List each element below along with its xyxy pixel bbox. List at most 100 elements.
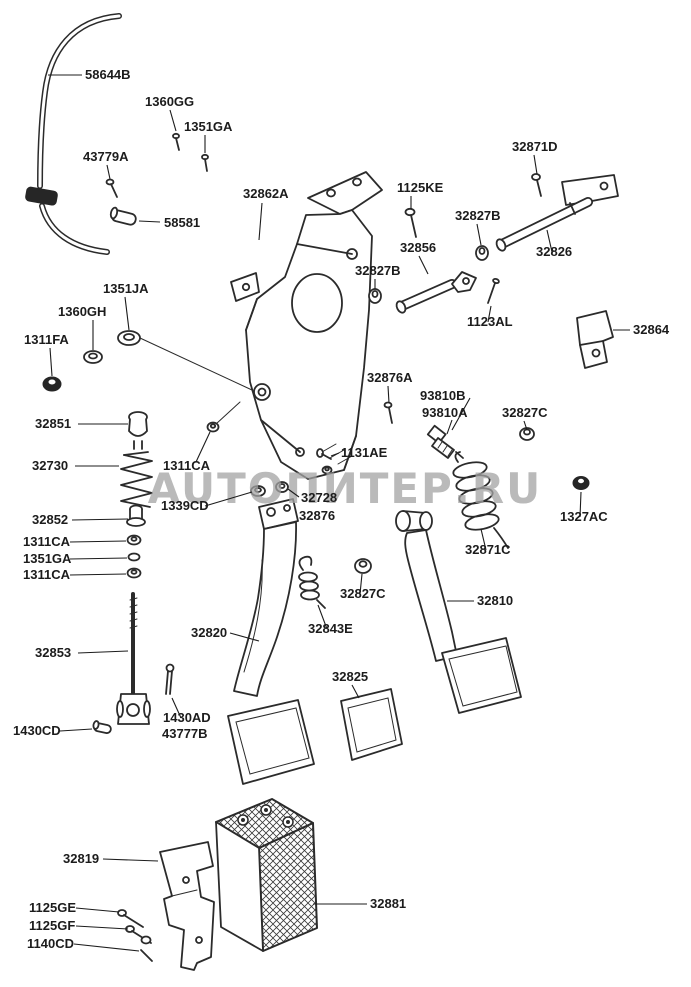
part-drawing-pad-32825 [340, 688, 403, 761]
part-drawing-nut-1311fa [42, 376, 62, 392]
leader-line-32876a [387, 385, 390, 404]
leader-line-93810a [446, 419, 453, 435]
leader-line-1131ae [330, 452, 340, 457]
leader-line-32862a [258, 202, 263, 241]
part-drawing-clutch-pedal-32820 [227, 498, 315, 785]
part-label-32827b: 32827B [355, 263, 401, 278]
part-drawing-rod-32856 [395, 271, 477, 314]
part-drawing-pin-1430cd [92, 720, 112, 734]
part-drawing-rod-32826 [495, 174, 619, 252]
part-label-1125ge: 1125GE [29, 900, 76, 915]
part-label-43779a: 43779A [83, 149, 129, 164]
leader-line-1140cd [73, 943, 140, 952]
part-drawing-spring-32730 [120, 451, 153, 508]
part-drawing-bracket-32862a [139, 171, 383, 480]
part-drawing-bolt-43779a [105, 178, 118, 198]
leader-line-1125ge [75, 907, 120, 913]
part-label-93810b: 93810B [420, 388, 466, 403]
part-label-58644b: 58644B [85, 67, 131, 82]
part-drawing-bolts-1125-1140 [117, 909, 153, 962]
part-label-1351ja: 1351JA [103, 281, 149, 296]
part-label-1125gf: 1125GF [29, 918, 75, 933]
part-label-32820: 32820 [191, 625, 227, 640]
part-drawing-bolt-32871d [531, 173, 542, 197]
leader-line-1339cd [204, 491, 253, 507]
part-drawing-rod-32853 [116, 592, 151, 725]
part-drawing-bolt-1351ga-top [201, 153, 209, 172]
part-label-32862a: 32862A [243, 186, 289, 201]
leader-line-1430ad [171, 697, 182, 719]
part-label-1311ca: 1311CA [23, 534, 71, 549]
part-drawing-bolt-1131ae [316, 448, 333, 475]
part-label-32853: 32853 [35, 645, 71, 660]
leader-line-1311fa [49, 347, 53, 377]
leader-line-43779a [106, 164, 111, 180]
part-label-32843e: 32843E [308, 621, 353, 636]
part-label-1125ke: 1125KE [397, 180, 444, 195]
part-drawing-bolt-1360gg [172, 132, 180, 151]
part-label-1351ga: 1351GA [184, 119, 233, 134]
part-label-32881: 32881 [370, 896, 406, 911]
part-label-93810a: 93810A [422, 405, 468, 420]
part-drawing-bushing-32728 [275, 481, 289, 493]
part-label-32827c: 32827C [340, 586, 386, 601]
part-label-32827c: 32827C [502, 405, 548, 420]
part-drawing-hose-58644b [25, 13, 122, 255]
part-label-32825: 32825 [332, 669, 368, 684]
leader-line-32853 [77, 650, 129, 654]
part-drawing-bushing-32827b-left [368, 288, 382, 304]
leader-line-1311ca [69, 540, 127, 543]
leader-line-1123al [487, 305, 492, 323]
part-drawing-bushing-32827c-bottom [354, 558, 372, 574]
diagram-artwork [25, 13, 619, 971]
part-label-58581: 58581 [164, 215, 200, 230]
part-label-43777b: 43777B [162, 726, 208, 741]
leader-line-1351ga [69, 557, 128, 560]
part-label-32871c: 32871C [465, 542, 511, 557]
part-label-32851: 32851 [35, 416, 71, 431]
leader-line-32826 [546, 229, 553, 253]
part-label-32871d: 32871D [512, 139, 558, 154]
leader-line-1311ca [69, 573, 127, 576]
part-drawing-bolt-1125ke [404, 207, 417, 238]
part-drawing-washer-1351ja [117, 330, 141, 346]
leader-line-32856 [418, 255, 429, 275]
leader-line-32825 [351, 684, 360, 699]
part-label-1360gh: 1360GH [58, 304, 106, 319]
part-label-32852: 32852 [32, 512, 68, 527]
part-label-1351ga: 1351GA [23, 551, 72, 566]
part-drawing-bolt-32876a [383, 401, 393, 424]
part-label-1430cd: 1430CD [13, 723, 61, 738]
part-drawing-spring-32871c [452, 451, 509, 549]
leader-line-32728 [287, 488, 300, 498]
part-label-1140cd: 1140CD [27, 936, 74, 951]
part-label-32728: 32728 [301, 490, 337, 505]
part-label-32876a: 32876A [367, 370, 413, 385]
part-drawing-pin-58581 [109, 206, 137, 226]
part-drawing-stopper-32851 [128, 411, 148, 450]
part-label-32826: 32826 [536, 244, 572, 259]
part-drawing-brake-pedal-32810 [395, 510, 522, 714]
part-label-32827b: 32827B [455, 208, 501, 223]
leader-line-32871c [480, 528, 487, 551]
leader-line-32819 [102, 858, 159, 862]
part-label-1311ca: 1311CA [23, 567, 71, 582]
part-label-32856: 32856 [400, 240, 436, 255]
leader-line-32827c [359, 573, 363, 595]
part-drawing-washer-1360gh [83, 350, 103, 364]
part-drawing-pad-32881 [215, 798, 318, 952]
part-drawing-nut-1311ca-mid [206, 421, 220, 433]
leader-line-32871d [533, 154, 538, 175]
leader-line-93810b [451, 397, 471, 431]
leader-line-1430cd [59, 728, 93, 732]
leader-line-32827b [476, 223, 482, 246]
part-drawing-bracket-32819 [159, 841, 215, 971]
leader-line-58581 [138, 220, 161, 223]
leader-line-32827c [523, 420, 528, 431]
leader-line-1351ja [124, 296, 130, 331]
part-label-32730: 32730 [32, 458, 68, 473]
part-label-1430ad: 1430AD [163, 710, 211, 725]
part-drawing-nut-1327ac [572, 476, 590, 490]
